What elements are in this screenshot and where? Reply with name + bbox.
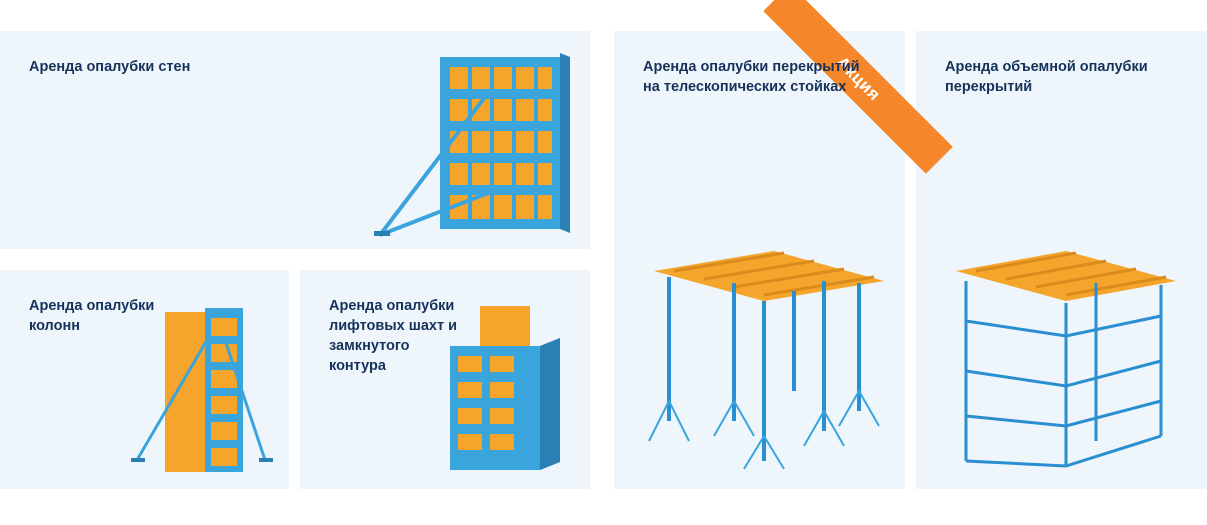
column-formwork-icon [131,308,273,472]
card-volumetric-formwork[interactable]: Аренда объемной опалубки перекрытий [916,31,1207,489]
card-title: Аренда опалубки колонн [29,298,155,334]
card-title: Аренда опалубки перекрытий на телескопич… [643,59,860,95]
telescopic-props-icon [648,251,884,470]
card-wall-formwork[interactable]: Аренда опалубки стен [0,31,590,249]
card-title: Аренда опалубки лифтовых шахт и замкнуто… [329,298,458,374]
shaft-formwork-icon [450,306,560,470]
card-shaft-formwork[interactable]: Аренда опалубки лифтовых шахт и замкнуто… [300,270,590,489]
card-column-formwork[interactable]: Аренда опалубки колонн [0,270,289,489]
wall-formwork-icon [374,53,570,237]
card-telescopic-props[interactable]: Аренда опалубки перекрытий на телескопич… [614,31,905,489]
card-title: Аренда опалубки стен [29,59,191,75]
volumetric-scaffold-icon [956,251,1176,468]
card-title: Аренда объемной опалубки перекрытий [945,59,1148,95]
